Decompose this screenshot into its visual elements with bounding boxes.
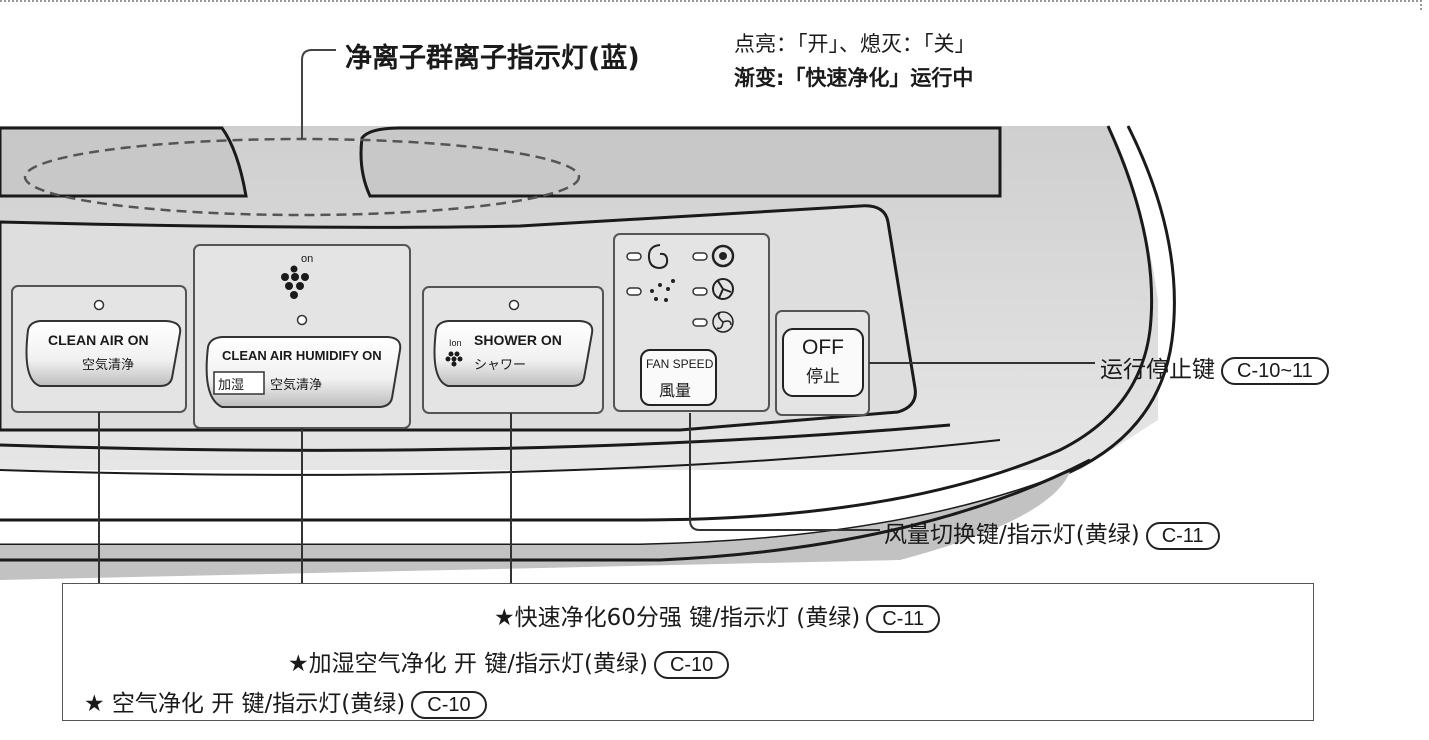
star-icon: ★ <box>288 651 309 677</box>
clean-air-button-shape <box>25 320 182 387</box>
device-lower-band <box>0 472 1070 580</box>
legend-item-humidify-ref: C-10 <box>653 651 730 679</box>
fan-speed-button-sublabel: 風量 <box>659 381 692 400</box>
legend-item-clean-air: ★ 空气净化 开 键/指示灯(黄绿)C-10 <box>84 684 487 719</box>
fan-medium-icon <box>712 278 734 300</box>
pollen-mode-icon <box>650 279 675 302</box>
fan-speed-button-label: FAN SPEED <box>646 357 714 371</box>
callout-fan-text: 风量切换键/指示灯(黄绿) <box>884 522 1140 548</box>
legend-item-shower-ref: C-11 <box>866 605 941 633</box>
callout-fan: 风量切换键/指示灯(黄绿)C-11 <box>884 515 1220 550</box>
legend-item-clean-air-ref: C-10 <box>411 691 487 719</box>
fan-speed-button-shape <box>640 349 717 406</box>
ion-outlet-left <box>0 126 248 198</box>
led-shower <box>508 299 520 311</box>
legend-item-clean-air-text: 空气净化 开 键/指示灯(黄绿) <box>104 691 406 717</box>
top-dotted-border <box>0 0 1422 10</box>
legend-item-shower: ★快速净化60分强 键/指示灯 (黄绿)C-11 <box>494 598 941 633</box>
legend-item-humidify-text: 加湿空气净化 开 键/指示灯(黄绿) <box>308 651 648 677</box>
star-icon: ★ <box>84 691 105 717</box>
shower-button-sublabel: シャワー <box>474 358 527 373</box>
fan-led-group <box>626 252 708 327</box>
led-clean-air <box>93 299 105 311</box>
clean-air-button-sublabel: 空気清浄 <box>82 358 135 373</box>
callout-stop-ref: C-10~11 <box>1221 357 1329 385</box>
ion-indicator-note-1: 点亮：「开」、熄灭：「关」 <box>734 32 976 56</box>
clean-air-button-label: CLEAN AIR ON <box>48 332 149 348</box>
auto-mode-icon <box>647 244 669 270</box>
fan-low-icon <box>712 311 734 333</box>
ion-grape-icon-large <box>281 265 309 299</box>
ion-indicator-note-2: 渐变:「快速净化」运行中 <box>734 66 974 90</box>
ion-outlet-right <box>359 126 1002 198</box>
callout-fan-ref: C-11 <box>1145 522 1220 550</box>
legend-item-shower-text: 快速净化60分强 键/指示灯 (黄绿) <box>514 605 861 631</box>
legend-item-humidify: ★加湿空气净化 开 键/指示灯(黄绿)C-10 <box>288 644 730 679</box>
off-button-shape <box>782 328 864 397</box>
callout-stop-text: 运行停止键 <box>1100 357 1215 383</box>
ion-on-mark: on <box>301 253 314 265</box>
humidify-tag-box <box>213 371 265 395</box>
humidify-button-sublabel: 空気清浄 <box>270 378 323 393</box>
leader-fan <box>689 413 880 531</box>
shower-button-label: SHOWER ON <box>474 332 562 348</box>
shower-ion-mark: Ion <box>449 338 462 348</box>
humidify-tag-label: 加湿 <box>218 378 245 393</box>
off-button-label: OFF <box>802 336 844 359</box>
off-button-sublabel: 停止 <box>806 367 840 387</box>
star-icon: ★ <box>494 605 515 631</box>
humidify-button-label: CLEAN AIR HUMIDIFY ON <box>222 348 382 363</box>
led-humidify <box>296 314 308 326</box>
shower-button-shape <box>433 320 594 387</box>
ion-indicator-title: 净离子群离子指示灯(蓝) <box>345 43 640 74</box>
fan-high-icon <box>711 244 735 268</box>
ion-grape-icon-small <box>445 351 463 367</box>
